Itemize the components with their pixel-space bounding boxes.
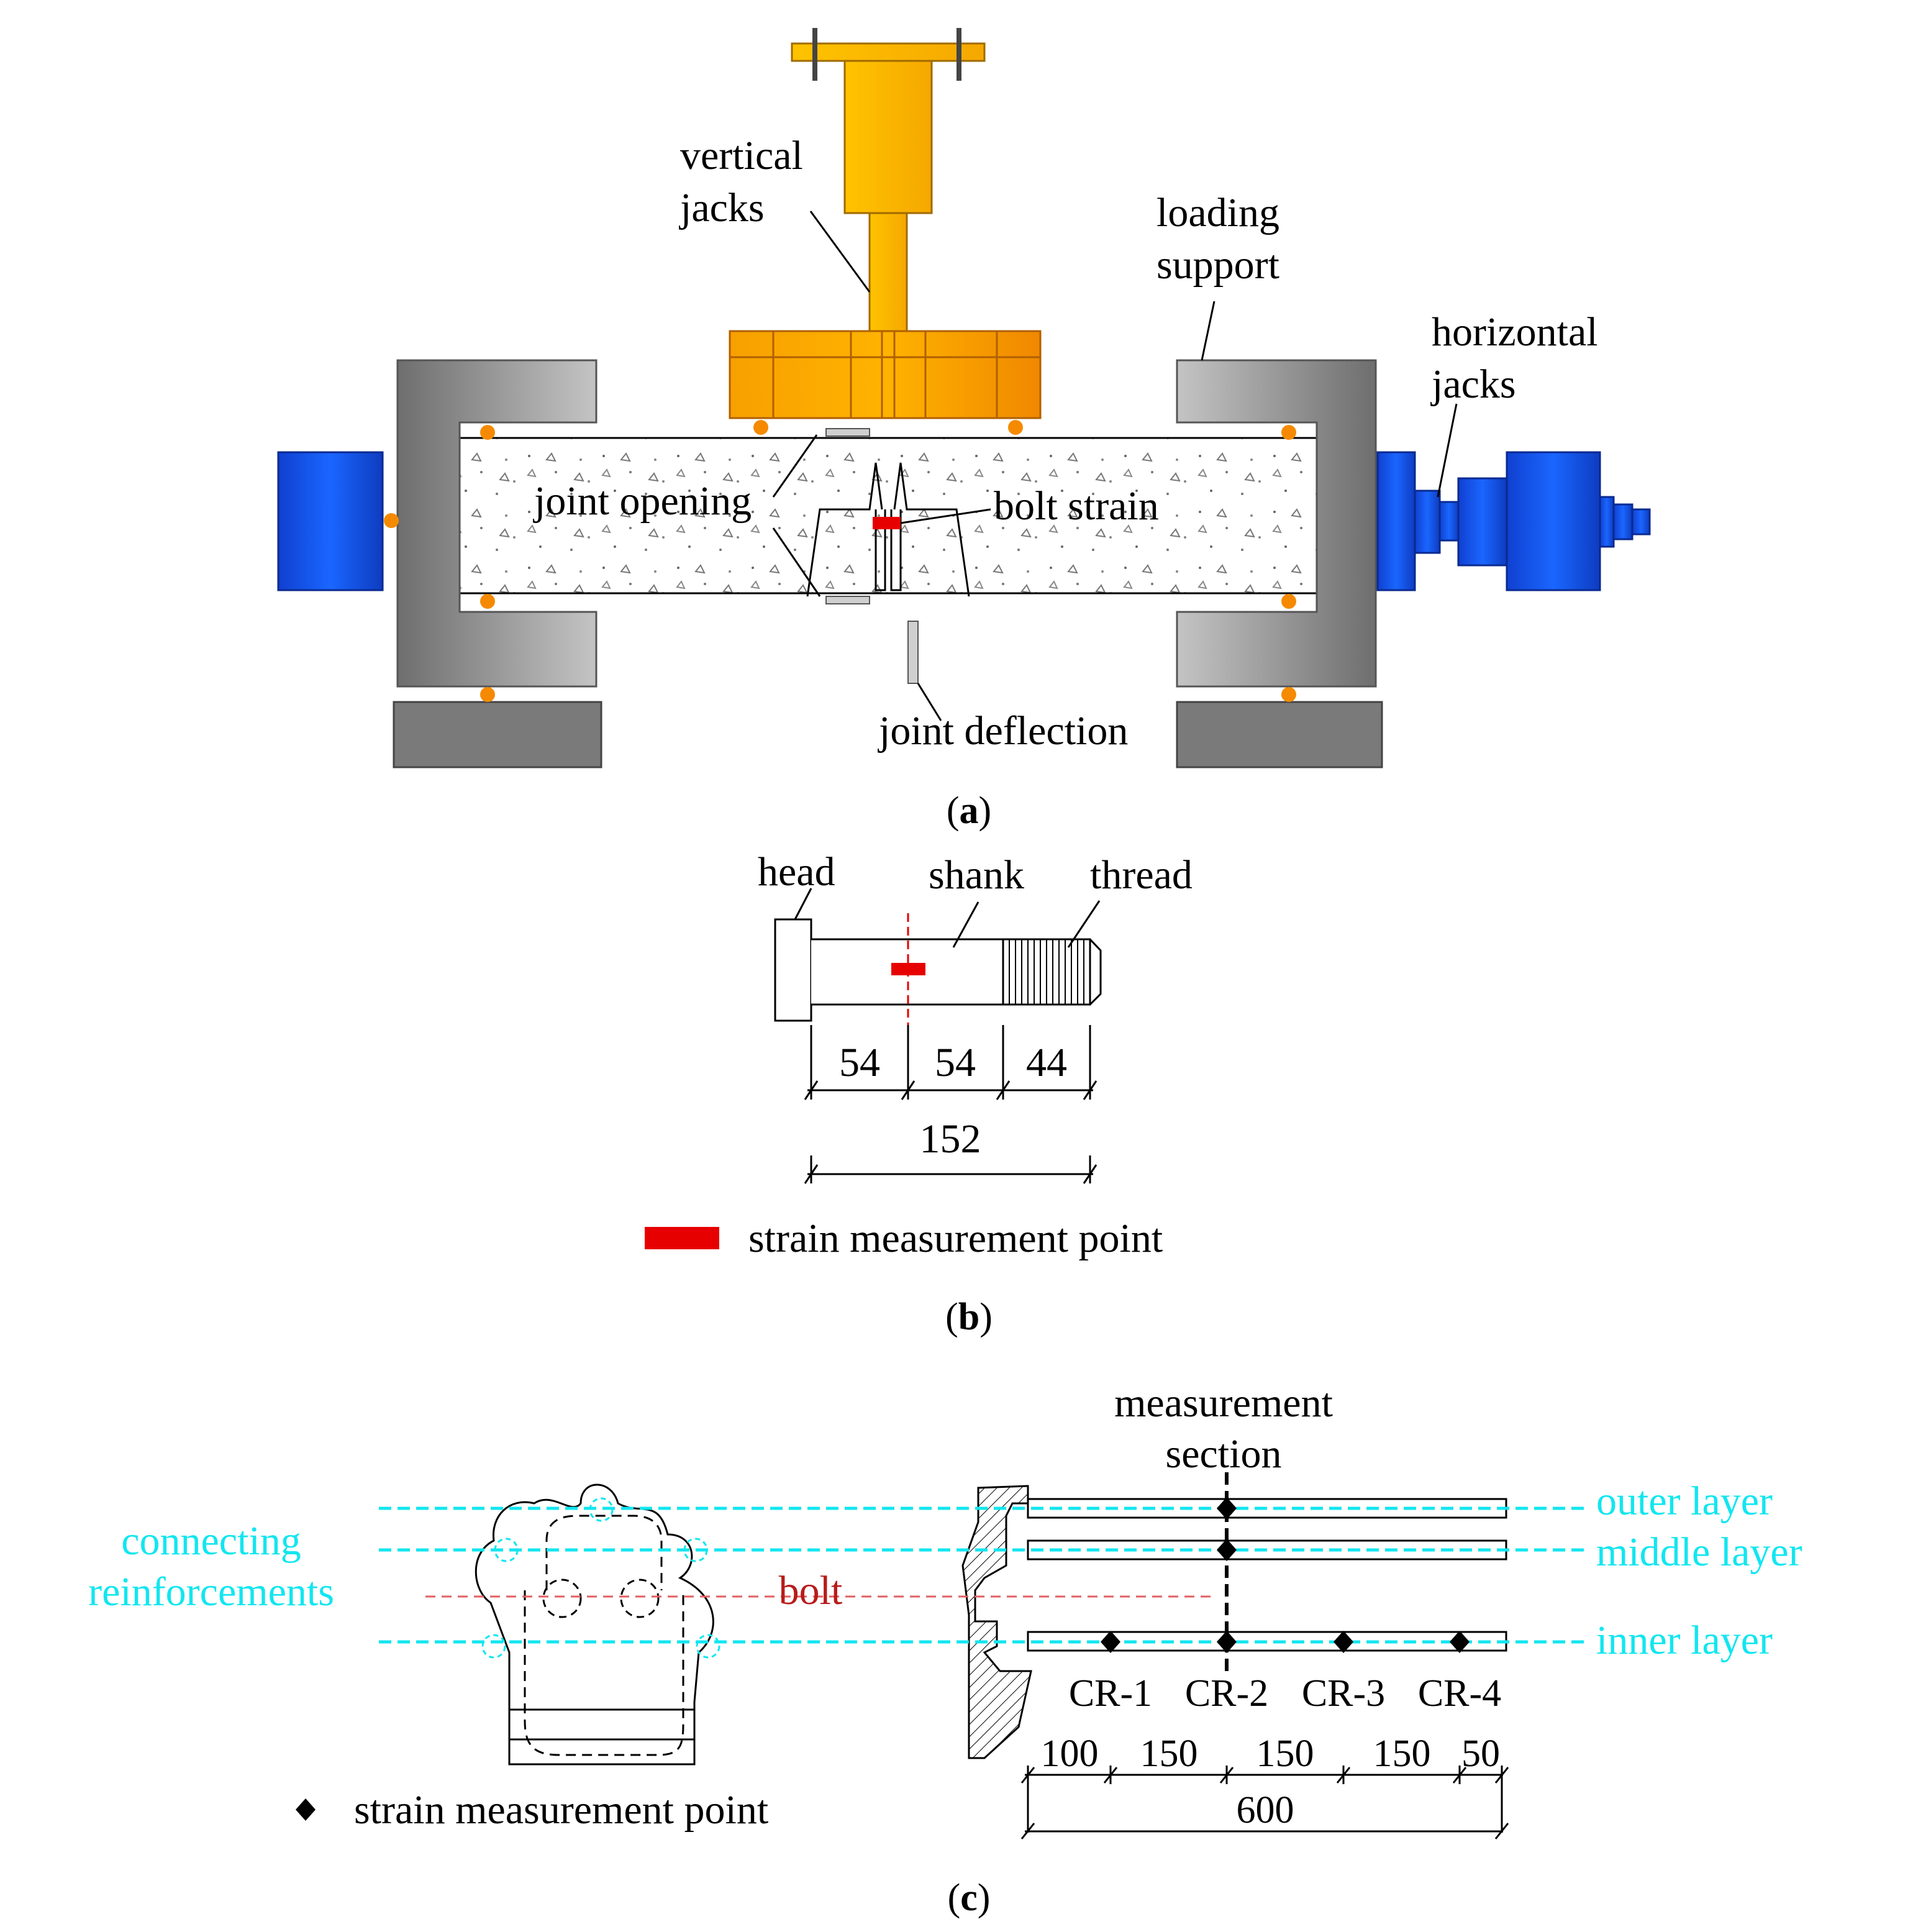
dim-c-5: 50 — [1461, 1733, 1500, 1775]
label-vertical-jacks-2: jacks — [679, 185, 765, 230]
panel-c: measurement section — [88, 1380, 1802, 1919]
thread-lines — [1009, 939, 1084, 1005]
dimensions-c — [1020, 1766, 1509, 1839]
bottom-lvdt — [825, 596, 870, 604]
strain-point-cr4 — [1450, 1631, 1470, 1653]
dim-c-4: 150 — [1373, 1733, 1431, 1775]
dim-b-3: 44 — [1026, 1040, 1067, 1085]
caption-b: (b) — [945, 1296, 993, 1338]
label-bolt: bolt — [779, 1568, 843, 1613]
label-bolt-strain: bolt strain — [994, 483, 1159, 529]
dim-b-total: 152 — [920, 1116, 981, 1162]
joint-detail — [806, 462, 970, 597]
label-vertical-jacks-1: vertical — [680, 133, 803, 178]
leader-lines-a — [772, 211, 1458, 721]
dim-c-2: 150 — [1140, 1733, 1198, 1775]
label-measurement-section-1: measurement — [1114, 1380, 1333, 1426]
caption-a: (a) — [947, 790, 991, 832]
strain-point-middle — [1217, 1539, 1237, 1561]
layer-lines — [379, 1506, 1584, 1644]
deflection-gauge — [907, 621, 919, 684]
point-label-cr2: CR-2 — [1185, 1672, 1268, 1715]
vertical-jack — [791, 28, 986, 332]
strain-point-cr1 — [1101, 1631, 1120, 1653]
support-pins — [384, 420, 1296, 702]
point-label-cr1: CR-1 — [1069, 1672, 1152, 1715]
strain-point-cr3 — [1334, 1631, 1353, 1653]
label-joint-deflection: joint deflection — [878, 708, 1128, 754]
strain-points-c — [1101, 1497, 1470, 1653]
right-base-block — [1176, 701, 1383, 768]
legend-c-label: strain measurement point — [354, 1787, 768, 1833]
label-connecting-1: connecting — [121, 1518, 301, 1564]
panel-b: head shank thread 54 54 44 152 strain me… — [645, 849, 1193, 1338]
label-inner-layer: inner layer — [1596, 1618, 1773, 1663]
dim-c-3: 150 — [1256, 1733, 1314, 1775]
bolt-gauge — [891, 963, 925, 975]
legend-c-diamond — [296, 1798, 316, 1821]
strain-point-outer — [1217, 1497, 1237, 1520]
label-thread: thread — [1090, 852, 1193, 898]
label-horizontal-jacks-2: jacks — [1430, 362, 1516, 407]
point-label-cr4: CR-4 — [1418, 1672, 1501, 1715]
strain-point-cr2 — [1217, 1631, 1237, 1653]
left-horizontal-jack — [277, 451, 384, 591]
bolt-strain-gauge — [873, 517, 901, 529]
dimensions-b — [804, 1025, 1097, 1184]
label-outer-layer: outer layer — [1596, 1479, 1773, 1524]
left-base-block — [393, 701, 602, 768]
point-label-cr3: CR-3 — [1302, 1672, 1385, 1715]
panel-a: vertical jacks loading support horizonta… — [277, 28, 1651, 832]
concrete-specimen — [458, 437, 1318, 595]
segment-elevation — [961, 1485, 1032, 1759]
label-loading-support-2: support — [1156, 242, 1279, 288]
left-c-frame — [396, 359, 598, 688]
leaders-b — [794, 888, 1101, 948]
dim-c-total: 600 — [1237, 1789, 1294, 1831]
label-horizontal-jacks-1: horizontal — [1432, 309, 1598, 355]
reinforcement-bars — [1027, 1498, 1507, 1652]
caption-c: (c) — [948, 1877, 991, 1919]
dim-b-2: 54 — [935, 1040, 976, 1085]
label-shank: shank — [929, 852, 1024, 898]
label-measurement-section-2: section — [1166, 1431, 1282, 1477]
legend-b-swatch — [645, 1227, 719, 1249]
label-loading-support-1: loading — [1156, 190, 1279, 235]
label-head: head — [758, 849, 835, 895]
label-joint-opening: joint opening — [533, 478, 752, 524]
loading-beam — [729, 330, 1042, 419]
label-connecting-2: reinforcements — [88, 1569, 334, 1615]
dim-c-1: 100 — [1041, 1733, 1099, 1775]
right-horizontal-jack — [1376, 451, 1651, 591]
segment-plan-view — [475, 1483, 714, 1766]
dim-b-1: 54 — [839, 1040, 880, 1085]
top-lvdt — [825, 428, 870, 437]
legend-b-label: strain measurement point — [748, 1216, 1163, 1261]
label-middle-layer: middle layer — [1596, 1529, 1802, 1575]
bolt-head — [774, 918, 812, 1022]
right-c-frame — [1176, 359, 1377, 688]
